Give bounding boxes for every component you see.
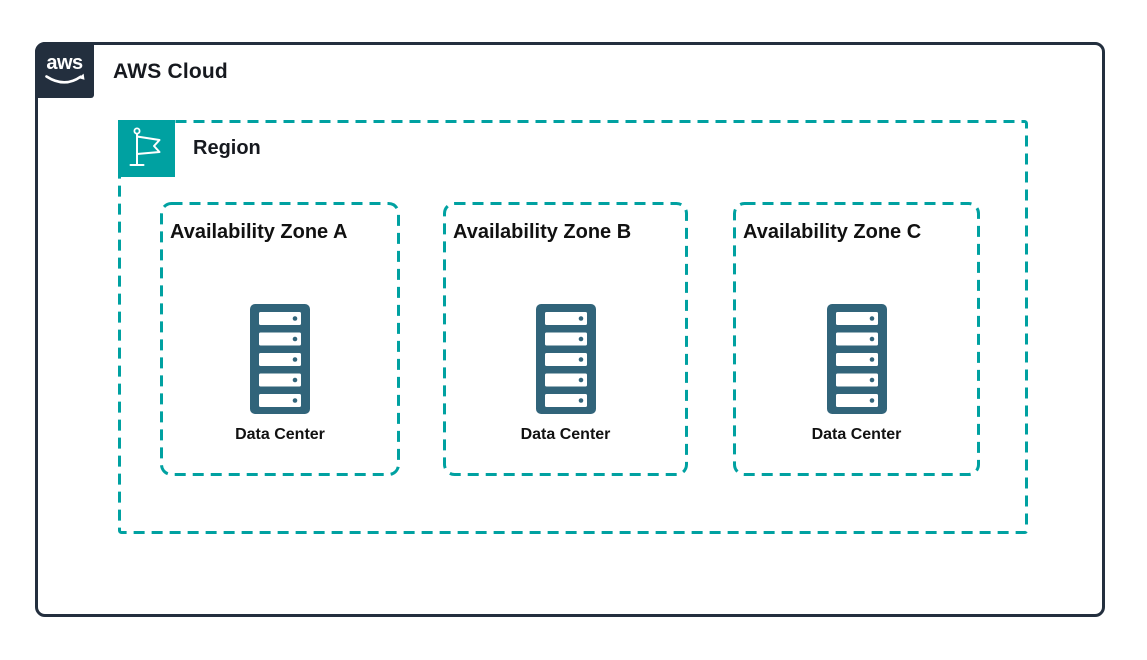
data-center-label: Data Center (811, 426, 902, 443)
availability-zone-c-label: Availability Zone C (743, 221, 922, 243)
availability-zone-a-label: Availability Zone A (170, 221, 348, 243)
data-center-rack-icon (248, 302, 312, 416)
availability-zone-a-border (160, 202, 400, 476)
availability-zone-a: Availability Zone A Data Center (160, 202, 400, 476)
region-flag-icon (118, 120, 175, 177)
availability-zone-c-border (733, 202, 980, 476)
aws-logo-text: aws (46, 52, 83, 74)
aws-logo-icon: aws (35, 42, 94, 98)
data-center-rack-icon (534, 302, 598, 416)
availability-zone-b-label: Availability Zone B (453, 221, 632, 243)
data-center-rack-icon (825, 302, 889, 416)
region-label: Region (193, 137, 261, 159)
availability-zone-b-border (443, 202, 688, 476)
data-center-label: Data Center (235, 426, 325, 443)
region-boundary (118, 120, 1028, 534)
availability-zone-c: Availability Zone C Data Center (733, 202, 980, 476)
data-center-label: Data Center (520, 426, 611, 443)
aws-cloud-label: AWS Cloud (113, 60, 228, 83)
availability-zone-b: Availability Zone B Data Center (443, 202, 688, 476)
aws-cloud-group-border (35, 42, 1105, 617)
